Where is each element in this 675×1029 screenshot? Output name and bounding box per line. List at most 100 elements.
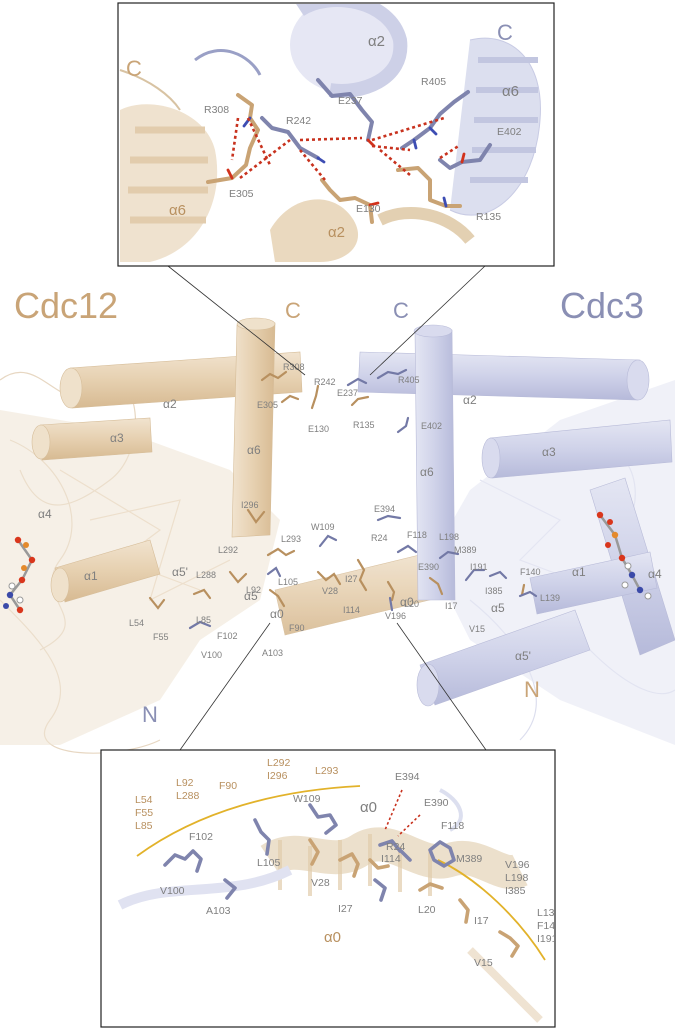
svg-text:E394: E394 — [374, 504, 395, 514]
svg-text:V100: V100 — [160, 885, 185, 897]
svg-text:I296: I296 — [267, 770, 288, 782]
svg-text:α3: α3 — [110, 431, 124, 445]
svg-text:L92: L92 — [176, 777, 194, 789]
svg-text:L54: L54 — [135, 794, 153, 806]
svg-text:R405: R405 — [421, 76, 446, 88]
svg-text:C: C — [497, 20, 513, 45]
svg-text:α6: α6 — [247, 443, 261, 457]
svg-text:F55: F55 — [153, 632, 169, 642]
svg-text:I114: I114 — [381, 853, 401, 865]
svg-text:α4: α4 — [38, 507, 52, 521]
svg-text:F55: F55 — [135, 807, 153, 819]
svg-text:R308: R308 — [283, 362, 305, 372]
svg-text:I17: I17 — [474, 915, 489, 927]
svg-text:C: C — [126, 56, 142, 81]
svg-text:E402: E402 — [497, 126, 522, 138]
svg-text:F90: F90 — [219, 780, 237, 792]
svg-text:W109: W109 — [311, 522, 335, 532]
svg-text:α4: α4 — [648, 567, 662, 581]
svg-text:F102: F102 — [189, 831, 213, 843]
svg-text:L198: L198 — [439, 532, 459, 542]
svg-text:I296: I296 — [241, 500, 259, 510]
svg-text:F102: F102 — [217, 631, 238, 641]
svg-text:L20: L20 — [404, 599, 419, 609]
svg-text:L288: L288 — [176, 790, 200, 802]
svg-text:α2: α2 — [163, 397, 177, 411]
svg-text:R242: R242 — [314, 377, 336, 387]
svg-text:I191: I191 — [470, 562, 488, 572]
svg-text:M389: M389 — [456, 853, 482, 865]
svg-text:R24: R24 — [386, 841, 405, 853]
svg-text:V28: V28 — [311, 877, 330, 889]
svg-text:α1: α1 — [572, 565, 586, 579]
svg-text:R135: R135 — [353, 420, 375, 430]
svg-text:E390: E390 — [418, 562, 439, 572]
svg-text:L293: L293 — [281, 534, 301, 544]
svg-text:E237: E237 — [338, 95, 363, 107]
svg-text:α0: α0 — [270, 607, 284, 621]
svg-text:F140: F140 — [537, 920, 561, 932]
top-inset: C C α2 α6 α6 α2 R308 R242 E237 R405 E402… — [118, 0, 554, 266]
svg-text:R405: R405 — [398, 375, 420, 385]
svg-text:V100: V100 — [201, 650, 222, 660]
svg-text:α3: α3 — [542, 445, 556, 459]
svg-text:I17: I17 — [445, 601, 458, 611]
svg-text:W109: W109 — [293, 793, 321, 805]
svg-text:R242: R242 — [286, 115, 311, 127]
svg-text:V15: V15 — [474, 957, 493, 969]
svg-text:L139: L139 — [540, 593, 560, 603]
svg-text:A103: A103 — [206, 905, 231, 917]
svg-text:L198: L198 — [505, 872, 529, 884]
svg-text:V15: V15 — [469, 624, 485, 634]
n-terminus-cdc12: N — [524, 677, 540, 702]
svg-text:L105: L105 — [278, 577, 298, 587]
svg-text:L292: L292 — [218, 545, 238, 555]
c-terminus-cdc12: C — [285, 298, 301, 323]
svg-text:F118: F118 — [441, 820, 464, 832]
svg-text:α2: α2 — [463, 393, 477, 407]
svg-text:α6: α6 — [420, 465, 434, 479]
svg-text:α0: α0 — [360, 799, 377, 816]
svg-text:E305: E305 — [229, 188, 254, 200]
main-overview: Cdc12 Cdc3 C C N N α2 α3 α6 α4 α1 α5' α5… — [0, 266, 675, 753]
svg-text:L292: L292 — [267, 757, 291, 769]
svg-text:L85: L85 — [135, 820, 153, 832]
svg-text:α2: α2 — [328, 224, 345, 241]
svg-text:R308: R308 — [204, 104, 229, 116]
svg-text:E130: E130 — [356, 203, 381, 215]
svg-text:F90: F90 — [289, 623, 305, 633]
svg-text:A103: A103 — [262, 648, 283, 658]
svg-text:α6: α6 — [169, 202, 186, 219]
svg-text:F140: F140 — [520, 567, 541, 577]
svg-text:L85: L85 — [196, 615, 211, 625]
svg-text:α0: α0 — [324, 929, 341, 946]
svg-text:L288: L288 — [196, 570, 216, 580]
svg-text:α5': α5' — [172, 565, 188, 579]
svg-text:L139: L139 — [537, 907, 561, 919]
svg-text:E305: E305 — [257, 400, 278, 410]
svg-text:E237: E237 — [337, 388, 358, 398]
svg-text:L92: L92 — [246, 585, 261, 595]
c-terminus-cdc3: C — [393, 298, 409, 323]
svg-text:I27: I27 — [338, 903, 353, 915]
svg-text:E402: E402 — [421, 421, 442, 431]
svg-text:M389: M389 — [454, 545, 477, 555]
svg-text:E390: E390 — [424, 797, 449, 809]
svg-text:F118: F118 — [407, 530, 427, 540]
svg-text:α5: α5 — [491, 601, 505, 615]
svg-text:I27: I27 — [345, 574, 358, 584]
svg-text:E130: E130 — [308, 424, 329, 434]
svg-text:R135: R135 — [476, 211, 501, 223]
cdc12-label: Cdc12 — [14, 285, 118, 326]
n-terminus-cdc3: N — [142, 702, 158, 727]
svg-text:L105: L105 — [257, 857, 281, 869]
svg-text:L20: L20 — [418, 904, 436, 916]
svg-text:L293: L293 — [315, 765, 339, 777]
svg-text:α6: α6 — [502, 83, 519, 100]
svg-text:L54: L54 — [129, 618, 144, 628]
cdc3-label: Cdc3 — [560, 285, 644, 326]
svg-text:R24: R24 — [371, 533, 388, 543]
svg-text:I385: I385 — [505, 885, 526, 897]
svg-text:V196: V196 — [505, 859, 530, 871]
